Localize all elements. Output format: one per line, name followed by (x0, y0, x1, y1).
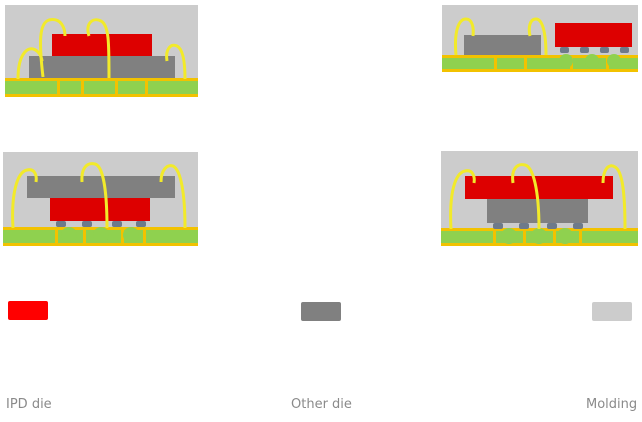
bond-wire (86, 18, 111, 79)
solder-ball (501, 228, 517, 244)
bond-wire (11, 168, 38, 229)
bump (560, 47, 569, 53)
ipd-die (50, 197, 150, 221)
substrate-via (145, 79, 148, 95)
bump (580, 47, 589, 53)
solder-ball (607, 54, 621, 68)
bump (620, 47, 629, 53)
solder-ball (61, 227, 77, 243)
substrate-trace (5, 94, 198, 97)
legend-swatch-other-die (301, 302, 341, 321)
substrate-trace (441, 243, 638, 246)
substrate-via (523, 229, 526, 243)
substrate-via (55, 228, 58, 243)
other-die (464, 35, 541, 55)
bump (573, 223, 583, 229)
package-diagram-wirebond-on-flipchip (3, 152, 198, 246)
bond-wire (80, 162, 109, 229)
substrate-via (553, 229, 556, 243)
package-diagram-ipd-on-flipchip (441, 151, 638, 246)
bond-wire (454, 17, 475, 56)
substrate-via (121, 228, 124, 243)
ipd-die (465, 176, 613, 199)
substrate (5, 79, 198, 96)
substrate-via (494, 56, 497, 69)
ipd-die (52, 34, 152, 56)
ipd-die (555, 23, 632, 47)
package-diagram-wirebond-stack (5, 5, 198, 97)
solder-ball (557, 228, 573, 244)
substrate-trace (442, 69, 638, 72)
bond-wire (511, 163, 541, 230)
solder-ball (531, 228, 547, 244)
substrate-trace (442, 55, 638, 58)
legend-label-ipd-die: IPD die (6, 397, 52, 412)
substrate-via (579, 229, 582, 243)
bump (519, 223, 529, 229)
bond-wire (165, 43, 187, 80)
substrate-via (115, 79, 118, 95)
substrate-via (83, 228, 86, 243)
solder-ball (93, 227, 109, 243)
substrate-via (143, 228, 146, 243)
substrate-trace (5, 78, 198, 81)
substrate-trace (3, 243, 198, 246)
bump (547, 223, 557, 229)
bump (493, 223, 503, 229)
bump (82, 221, 92, 227)
bond-wire (159, 164, 187, 229)
substrate-via (57, 79, 60, 95)
package-diagram-side-by-side (442, 5, 638, 72)
solder-ball (123, 227, 139, 243)
solder-ball (559, 54, 573, 68)
legend-swatch-molding (592, 302, 632, 321)
bump (112, 221, 122, 227)
solder-ball (585, 54, 599, 68)
substrate-via (493, 229, 496, 243)
bond-wire (601, 164, 627, 230)
other-die (27, 176, 175, 198)
legend-label-other-die: Other die (291, 397, 352, 412)
substrate-via (81, 79, 84, 95)
other-die (29, 56, 175, 78)
bond-wire (39, 18, 67, 78)
substrate-via (524, 56, 527, 69)
bond-wire (527, 17, 548, 56)
bump (56, 221, 66, 227)
bump (600, 47, 609, 53)
legend-label-molding: Molding (586, 397, 638, 412)
bond-wire (449, 169, 476, 230)
bump (136, 221, 146, 227)
legend-swatch-ipd-die (8, 301, 48, 320)
